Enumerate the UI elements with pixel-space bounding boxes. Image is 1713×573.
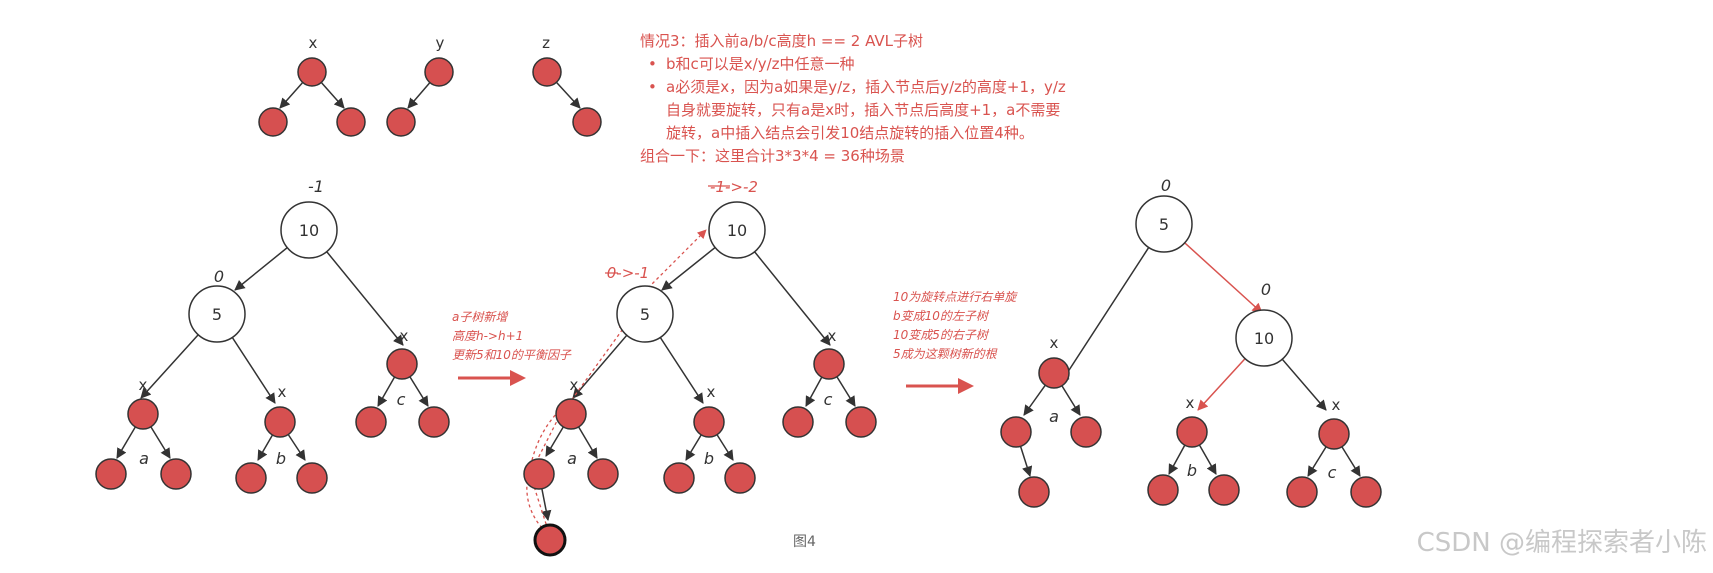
- tree-before: 10 -1 5 0 x c x a x b: [95, 177, 450, 494]
- red-node: [782, 406, 814, 438]
- step-arrow-1: a子树新增 高度h->h+1 更新5和10的平衡因子: [452, 310, 572, 386]
- subtree-label-a: a: [139, 449, 149, 468]
- mini-subtree-z: z: [532, 34, 602, 137]
- red-node: [1147, 474, 1179, 506]
- red-node: [1000, 416, 1032, 448]
- red-node: [127, 398, 159, 430]
- red-node: [235, 462, 267, 494]
- figure-caption: 图4: [793, 534, 816, 550]
- red-node: [587, 458, 619, 490]
- node-10-label: 10: [727, 221, 747, 240]
- red-node: [264, 406, 296, 438]
- node-5: [616, 285, 674, 343]
- shape-label-x: x: [1050, 334, 1059, 352]
- note-bullet-2-cont-2: 旋转，a中插入结点会引发10结点旋转的插入位置4种。: [666, 124, 1034, 142]
- mini-subtree-x: x: [258, 34, 366, 137]
- subtree-label-a: a: [1049, 407, 1059, 426]
- red-node: [258, 107, 288, 137]
- note-bullet-2-cont-1: 自身就要旋转，只有a是x时，插入节点后高度+1，a不需要: [666, 101, 1061, 119]
- node-10-balance: 0: [1261, 280, 1271, 299]
- mini-label-y: y: [436, 34, 445, 52]
- red-node: [424, 57, 454, 87]
- red-node: [355, 406, 387, 438]
- shape-label-x: x: [707, 383, 716, 401]
- node-5-label: 5: [212, 305, 222, 324]
- shape-label-x: x: [828, 327, 837, 345]
- red-node: [693, 406, 725, 438]
- red-node: [845, 406, 877, 438]
- red-node: [160, 458, 192, 490]
- note-bullet-1: b和c可以是x/y/z中任意一种: [640, 53, 1110, 76]
- mini-subtree-y: y: [386, 34, 454, 137]
- red-node: [1018, 476, 1050, 508]
- new-inserted-node: [533, 523, 567, 557]
- red-node: [418, 406, 450, 438]
- red-node: [663, 462, 695, 494]
- step-2-note: 10为旋转点进行右单旋 b变成10的左子树 10变成5的右子树 5成为这颗树新的…: [893, 290, 1020, 361]
- subtree-label-b: b: [704, 449, 714, 468]
- tree-after-insert: 10 -1->-2 5 0->-1 x c x a x b: [523, 178, 877, 557]
- case-notes: 情况3：插入前a/b/c高度h == 2 AVL子树 b和c可以是x/y/z中任…: [640, 30, 1110, 168]
- red-node: [1318, 418, 1350, 450]
- shape-label-x: x: [570, 376, 579, 394]
- red-node: [523, 458, 555, 490]
- red-node: [386, 348, 418, 380]
- red-node: [386, 107, 416, 137]
- shape-label-x: x: [400, 327, 409, 345]
- red-node: [724, 462, 756, 494]
- red-node: [1176, 416, 1208, 448]
- red-node: [555, 398, 587, 430]
- red-node: [95, 458, 127, 490]
- shape-label-x: x: [278, 383, 287, 401]
- red-node: [1286, 476, 1318, 508]
- node-5-balance: 0: [214, 267, 224, 286]
- red-node: [336, 107, 366, 137]
- subtree-label-b: b: [1187, 461, 1197, 480]
- mini-label-z: z: [542, 34, 550, 52]
- node-5-label: 5: [1159, 215, 1169, 234]
- subtree-label-c: c: [397, 390, 406, 409]
- red-node: [1350, 476, 1382, 508]
- red-node: [297, 57, 327, 87]
- red-node: [572, 107, 602, 137]
- node-5: [1135, 195, 1193, 253]
- node-10-label: 10: [299, 221, 319, 240]
- node-5-balance: 0: [1161, 176, 1171, 195]
- node-5-balance: 0->-1: [607, 264, 649, 282]
- case-heading: 情况3：插入前a/b/c高度h == 2 AVL子树: [640, 32, 924, 50]
- shape-label-x: x: [1186, 394, 1195, 412]
- node-10-balance: -1->-2: [710, 178, 758, 196]
- node-10-label: 10: [1254, 329, 1274, 348]
- tree-after-rotation: 5 0 10 0 x a x b x c: [1000, 176, 1382, 508]
- node-10: [1235, 309, 1293, 367]
- step-1-note: a子树新增 高度h->h+1 更新5和10的平衡因子: [452, 310, 572, 362]
- red-node: [1208, 474, 1240, 506]
- node-5-label: 5: [640, 305, 650, 324]
- node-10: [280, 201, 338, 259]
- node-5: [188, 285, 246, 343]
- subtree-label-b: b: [276, 449, 286, 468]
- shape-label-x: x: [1332, 396, 1341, 414]
- subtree-label-c: c: [1328, 463, 1337, 482]
- red-node: [1070, 416, 1102, 448]
- red-node: [532, 57, 562, 87]
- shape-label-x: x: [139, 376, 148, 394]
- step-arrow-2: 10为旋转点进行右单旋 b变成10的左子树 10变成5的右子树 5成为这颗树新的…: [893, 290, 1020, 394]
- node-10-balance: -1: [308, 177, 324, 196]
- red-node: [296, 462, 328, 494]
- subtree-label-c: c: [824, 390, 833, 409]
- watermark: CSDN @编程探索者小陈: [1416, 528, 1707, 558]
- red-node: [1038, 357, 1070, 389]
- subtree-label-a: a: [567, 449, 577, 468]
- red-node: [813, 348, 845, 380]
- case-summary: 组合一下：这里合计3*3*4 = 36种场景: [640, 147, 905, 165]
- mini-label-x: x: [309, 34, 318, 52]
- note-bullet-2: a必须是x，因为a如果是y/z，插入节点后y/z的高度+1，y/z: [640, 76, 1110, 99]
- node-10: [708, 201, 766, 259]
